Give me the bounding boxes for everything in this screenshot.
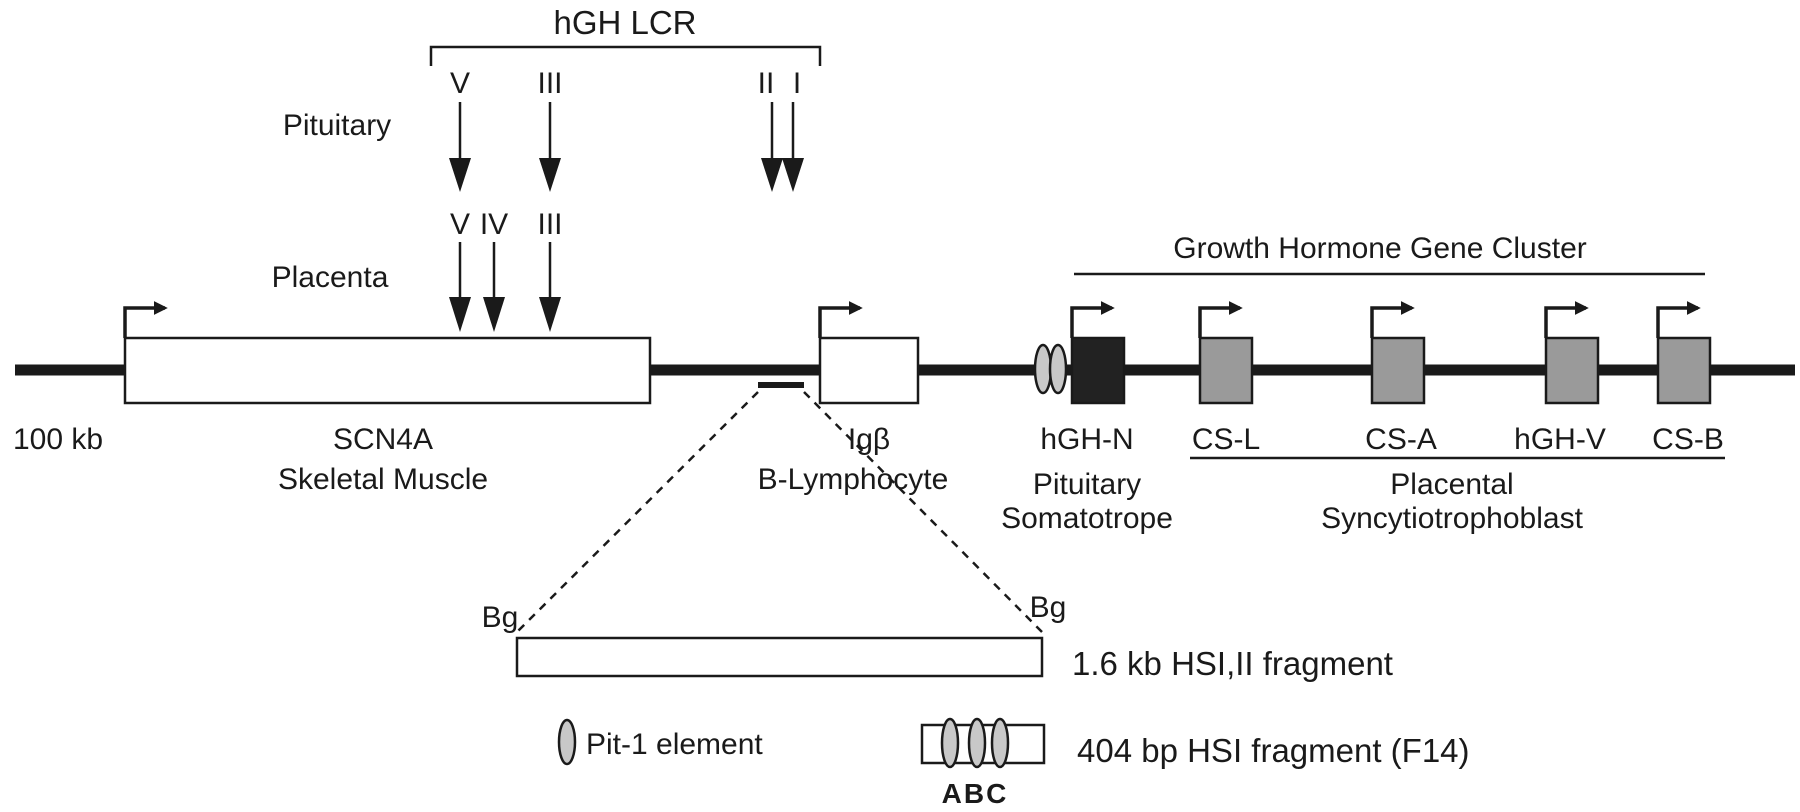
gene-label-hgh-v: hGH-V <box>1514 423 1606 456</box>
gene-label-cs-b: CS-B <box>1652 423 1724 456</box>
pituitary-site-I: I <box>793 67 801 100</box>
legend-pit1-icon <box>557 718 577 766</box>
placenta-hs-sites: Placenta V IV III <box>272 208 563 332</box>
gene-box-cs-a <box>1370 336 1426 405</box>
placenta-arrowhead-IV <box>483 297 505 332</box>
bg-site-left: Bg <box>482 601 519 634</box>
placenta-site-V: V <box>450 208 470 241</box>
gene-label-scn4a: SCN4A <box>333 423 433 456</box>
gene-box-hgh-n <box>1070 336 1126 405</box>
gene-box-scn4a <box>123 336 652 405</box>
pit1-element-hgh-n-2 <box>1048 343 1068 395</box>
pituitary-arrowhead-III <box>539 158 561 192</box>
gene-label-cs-l: CS-L <box>1192 423 1260 456</box>
lcr-title: hGH LCR <box>553 4 696 41</box>
gene-box-hgh-v <box>1544 336 1600 405</box>
gene-label-igb: Igβ <box>848 423 890 456</box>
tss-arrow-cs-l <box>1198 301 1243 338</box>
gene-box-cs-l <box>1198 336 1254 405</box>
pituitary-site-V: V <box>450 67 470 100</box>
pit1-element-b <box>967 717 987 769</box>
tss-arrows <box>123 301 1701 338</box>
syncytiotrophoblast-label: Syncytiotrophoblast <box>1321 502 1583 535</box>
tissue-label-pituitary: Pituitary <box>1033 468 1141 501</box>
legend-pit1-label: Pit-1 element <box>586 728 763 761</box>
pit1-abc-label: ABC <box>942 778 1009 809</box>
placenta-arrowhead-III <box>539 297 561 332</box>
scale-label: 100 kb <box>13 423 103 456</box>
placental-label: Placental <box>1390 468 1513 501</box>
pituitary-arrowhead-V <box>449 158 471 192</box>
placenta-site-III: III <box>537 208 562 241</box>
pituitary-hs-sites: Pituitary V III II I <box>283 67 804 192</box>
bg-site-right: Bg <box>1030 591 1067 624</box>
gene-label-hgh-n: hGH-N <box>1040 423 1133 456</box>
fragment-404bp-label: 404 bp HSI fragment (F14) <box>1077 732 1470 769</box>
tissue-label-b-lymphocyte: B-Lymphocyte <box>758 463 949 496</box>
lcr-bracket: hGH LCR <box>429 4 822 66</box>
cluster-title: Growth Hormone Gene Cluster <box>1173 232 1587 265</box>
pit1-element-hgh-n-1 <box>1033 343 1053 395</box>
gene-box-cs-b <box>1656 336 1712 405</box>
pit1-element-a <box>940 717 960 769</box>
pituitary-site-II: II <box>758 67 775 100</box>
zoom-line-left <box>516 391 759 633</box>
placenta-site-IV: IV <box>480 208 508 241</box>
tss-arrow-hgh-v <box>1544 301 1589 338</box>
tss-arrow-cs-b <box>1656 301 1701 338</box>
tss-arrow-scn4a <box>123 301 168 338</box>
gh-cluster-bracket: Growth Hormone Gene Cluster <box>1074 232 1705 276</box>
fragment-16kb-box <box>515 636 1044 678</box>
placenta-label: Placenta <box>272 261 389 294</box>
gene-label-cs-a: CS-A <box>1365 423 1437 456</box>
gene-box-igb <box>818 336 920 405</box>
fragment-16kb-label: 1.6 kb HSI,II fragment <box>1072 645 1393 682</box>
placenta-arrowhead-V <box>449 297 471 332</box>
tss-arrow-hgh-n <box>1070 301 1115 338</box>
pituitary-label: Pituitary <box>283 109 391 142</box>
tissue-label-somatotrope: Somatotrope <box>1001 502 1173 535</box>
tissue-label-skeletal-muscle: Skeletal Muscle <box>278 463 488 496</box>
pituitary-site-III: III <box>537 67 562 100</box>
tss-arrow-igb <box>818 301 863 338</box>
tss-arrow-cs-a <box>1370 301 1415 338</box>
pituitary-arrowhead-II <box>761 158 783 192</box>
pituitary-arrowhead-I <box>782 158 804 192</box>
zoom-line-right <box>803 391 1043 633</box>
pit1-element-c <box>990 717 1010 769</box>
